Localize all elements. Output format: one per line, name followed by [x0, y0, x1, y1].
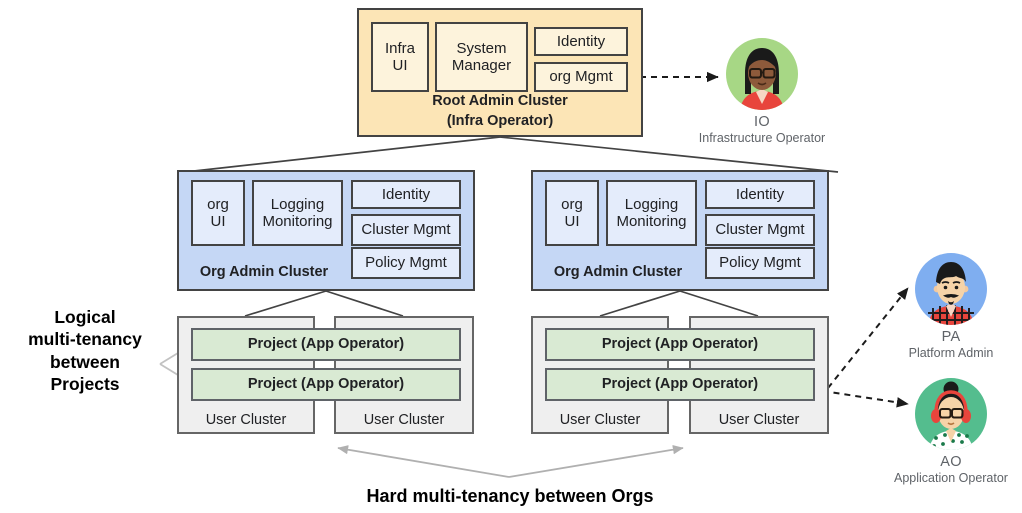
- user-cluster-left-2-label: User Cluster: [363, 412, 445, 428]
- project-right-1[interactable]: Project (App Operator): [545, 328, 815, 361]
- org-left-component-org-ui[interactable]: org UI: [191, 180, 245, 246]
- infra-ui-line2: UI: [392, 57, 408, 74]
- org-ui-line1: org: [207, 195, 229, 213]
- org-right-component-cluster-mgmt[interactable]: Cluster Mgmt: [705, 214, 815, 246]
- hard-tenancy-arrow: [337, 445, 684, 478]
- org-left-component-cluster-mgmt[interactable]: Cluster Mgmt: [351, 214, 461, 246]
- org-left-component-policy-mgmt[interactable]: Policy Mgmt: [351, 247, 461, 279]
- logging-line1: Logging: [624, 195, 679, 213]
- org-ui-line1: org: [561, 195, 583, 213]
- system-manager-line1: System: [456, 39, 507, 57]
- logging-line2: Monitoring: [262, 213, 333, 230]
- logical-multitenancy-label: Logical multi-tenancy between Projects: [0, 306, 170, 396]
- org-left-component-logging-monitoring[interactable]: Logging Monitoring: [252, 180, 343, 246]
- persona-ao-role: Application Operator: [894, 471, 1008, 485]
- org-right-component-org-ui[interactable]: org UI: [545, 180, 599, 246]
- root-component-infra-ui[interactable]: Infra UI: [371, 22, 429, 92]
- avatar-platform-admin: [915, 253, 987, 325]
- avatar-application-operator: [915, 378, 987, 450]
- org-right-component-logging-monitoring[interactable]: Logging Monitoring: [606, 180, 697, 246]
- root-component-org-mgmt[interactable]: org Mgmt: [534, 62, 628, 92]
- hard-multitenancy-label: Hard multi-tenancy between Orgs: [366, 486, 654, 506]
- persona-ao[interactable]: AO Application Operator: [885, 378, 1017, 485]
- org-left-component-identity[interactable]: Identity: [351, 180, 461, 209]
- root-title-line1: Root Admin Cluster: [432, 93, 568, 109]
- infra-ui-line1: Infra: [384, 39, 415, 57]
- org-right-component-policy-mgmt[interactable]: Policy Mgmt: [705, 247, 815, 279]
- root-component-system-manager[interactable]: System Manager: [435, 22, 528, 92]
- logging-line2: Monitoring: [616, 213, 687, 230]
- persona-pa-role: Platform Admin: [908, 346, 994, 360]
- org-right-component-identity[interactable]: Identity: [705, 180, 815, 209]
- logical-label-line3: between: [49, 351, 121, 372]
- system-manager-line2: Manager: [451, 57, 512, 74]
- logical-label-line2: multi-tenancy: [28, 329, 142, 350]
- logical-label-line4: Projects: [50, 374, 120, 395]
- org-ui-line2: UI: [564, 213, 580, 230]
- user-cluster-right-1-label: User Cluster: [559, 412, 641, 428]
- user-cluster-left-1-label: User Cluster: [205, 412, 287, 428]
- avatar-infrastructure-operator: [726, 38, 798, 110]
- org-admin-cluster-right-title: Org Admin Cluster: [553, 264, 683, 280]
- org-admin-cluster-left-title: Org Admin Cluster: [199, 264, 329, 280]
- project-left-1[interactable]: Project (App Operator): [191, 328, 461, 361]
- root-admin-cluster-title: Root Admin Cluster (Infra Operator): [357, 92, 643, 131]
- persona-ao-abbr: AO: [940, 454, 962, 470]
- org-left-to-usercluster-connectors: [244, 290, 404, 317]
- root-component-identity[interactable]: Identity: [534, 27, 628, 56]
- project-left-2[interactable]: Project (App Operator): [191, 368, 461, 401]
- persona-io-abbr: IO: [754, 114, 770, 130]
- root-title-line2: (Infra Operator): [446, 112, 554, 129]
- logical-label-line1: Logical: [54, 307, 116, 327]
- logging-line1: Logging: [270, 195, 325, 213]
- user-cluster-right-2-label: User Cluster: [718, 412, 800, 428]
- persona-pa-abbr: PA: [941, 329, 961, 345]
- persona-pa[interactable]: PA Platform Admin: [885, 253, 1017, 360]
- persona-io-role: Infrastructure Operator: [698, 131, 826, 145]
- org-ui-line2: UI: [210, 213, 226, 230]
- project-right-2[interactable]: Project (App Operator): [545, 368, 815, 401]
- org-right-to-usercluster-connectors: [599, 290, 759, 317]
- persona-io[interactable]: IO Infrastructure Operator: [696, 38, 828, 145]
